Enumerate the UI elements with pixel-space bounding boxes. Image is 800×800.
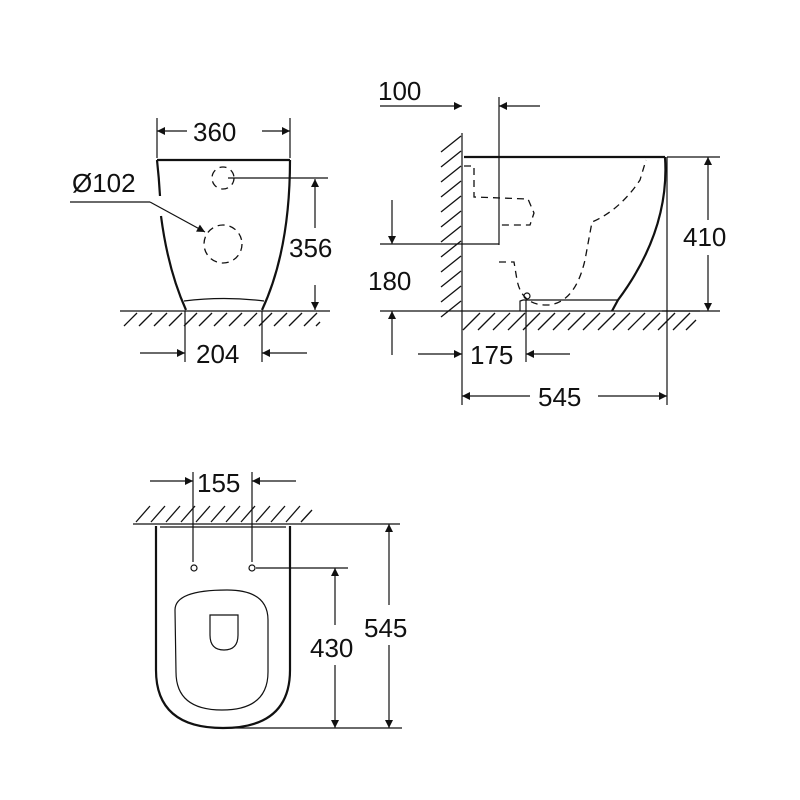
outlet-circle — [203, 224, 243, 264]
top-outer-shell — [154, 526, 292, 730]
wall-hatch — [135, 505, 313, 523]
top-view: 155 430 545 — [133, 468, 407, 730]
front-width-label: 360 — [193, 117, 236, 147]
front-view: Ø102 360 356 204 — [70, 117, 332, 369]
side-depth-label: 545 — [538, 382, 581, 412]
fixing-spacing-label: 155 — [197, 468, 240, 498]
inlet-trap-dashed — [464, 165, 535, 226]
seat-outline — [174, 589, 269, 711]
side-front-curve — [611, 156, 667, 312]
floor-hatch — [462, 312, 697, 331]
top-depth-label: 545 — [364, 613, 407, 643]
floor-hatch — [123, 312, 321, 327]
fixing-hole-left — [190, 564, 198, 572]
front-base — [183, 297, 265, 302]
wall-to-inlet-label: 100 — [378, 76, 421, 106]
inlet-height-label: 180 — [368, 266, 411, 296]
wall-to-fixing-label: 175 — [470, 340, 513, 370]
bowl-opening — [209, 614, 239, 651]
side-view: 100 180 175 545 410 — [368, 76, 726, 412]
outlet-diameter-label: Ø102 — [72, 168, 136, 198]
wall-hatch — [440, 135, 462, 318]
fixing-hole-right — [248, 564, 256, 572]
front-left-side — [159, 215, 188, 311]
total-height-label: 410 — [683, 222, 726, 252]
base-width-label: 204 — [196, 339, 239, 369]
fixing-to-front-label: 430 — [310, 633, 353, 663]
front-right-side — [261, 159, 292, 311]
outlet-height-label: 356 — [289, 233, 332, 263]
fixing-point — [523, 292, 531, 300]
outlet-trap-dashed — [499, 159, 647, 306]
diameter-leader — [149, 201, 206, 233]
